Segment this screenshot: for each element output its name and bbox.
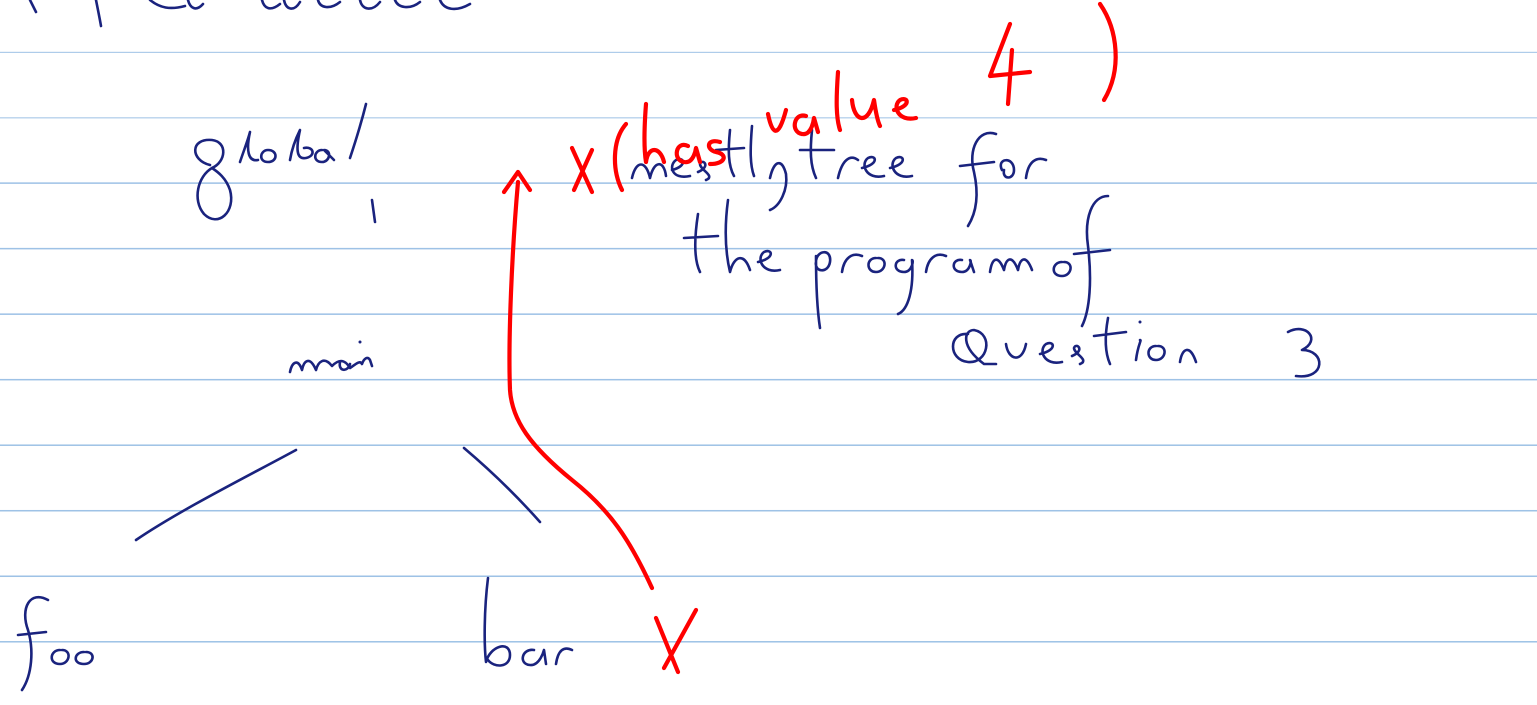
- word-global: [194, 102, 368, 221]
- caption-strokes: [630, 124, 1321, 378]
- word-foo: [16, 595, 94, 692]
- red-annotation: [501, 1, 1118, 675]
- word-bar: [483, 576, 574, 667]
- word-main: [288, 198, 377, 374]
- top-line-strokes: [28, 0, 472, 28]
- tree-branches: [134, 446, 542, 542]
